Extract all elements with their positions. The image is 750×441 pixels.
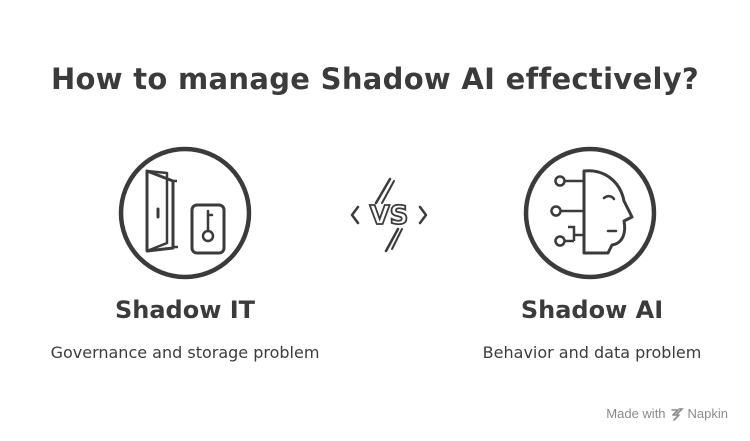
shadow-it-description: Governance and storage problem — [50, 343, 320, 362]
made-with-napkin[interactable]: Made with Napkin — [606, 406, 728, 421]
vs-label: VS — [370, 201, 409, 231]
napkin-brand: Napkin — [687, 406, 728, 421]
napkin-logo-icon — [670, 407, 684, 421]
shadow-it-title: Shadow IT — [114, 296, 256, 324]
door-key-icon — [118, 146, 252, 280]
page-title: How to manage Shadow AI effectively? — [50, 62, 700, 96]
lightning-vs-icon: VS — [350, 177, 428, 253]
ai-head-circuit-icon — [523, 146, 657, 280]
shadow-ai-description: Behavior and data problem — [482, 343, 702, 362]
made-with-label: Made with — [606, 406, 666, 421]
shadow-ai-title: Shadow AI — [520, 296, 664, 324]
